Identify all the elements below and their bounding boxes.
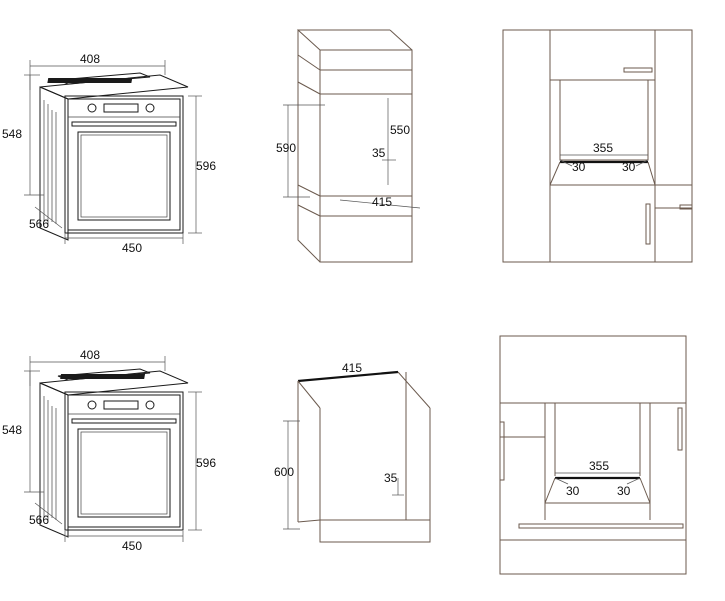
niche-bottom-right-label: 30 [617,484,631,498]
oven-top-depth-label: 566 [29,217,49,231]
cabinet-bottom-gap-label: 35 [384,471,398,485]
niche-bottom-width-label: 355 [589,459,609,473]
cabinet-top-opening-label: 550 [390,123,410,137]
oven-dimensions-bottom [24,356,202,542]
oven-drawing-bottom [39,368,189,538]
niche-dimensions-top [559,154,649,167]
oven-drawing-top [39,72,189,241]
oven-top-front-height-label: 596 [196,159,216,173]
cabinet-top-width-label: 415 [372,195,392,209]
oven-top-height-label: 548 [2,127,22,141]
cabinet-top-gap-label: 35 [372,146,386,160]
oven-bottom-height-label: 548 [2,423,22,437]
cabinet-bottom-height-label: 600 [274,465,294,479]
niche-top-left-label: 30 [572,160,586,174]
niche-dimensions-bottom [554,472,641,485]
niche-top-width-label: 355 [593,141,613,155]
cabinet-dimensions-bottom [283,420,404,530]
oven-bottom-front-height-label: 596 [196,456,216,470]
oven-top-front-width-label: 450 [122,241,142,255]
cabinet-top-height-label: 590 [276,141,296,155]
oven-dimensions-top [24,60,202,244]
oven-bottom-width-label: 408 [80,348,100,362]
niche-bottom-left-label: 30 [566,484,580,498]
niche-drawing-bottom [499,335,687,575]
cabinet-drawing-top [297,28,413,263]
oven-top-width-label: 408 [80,52,100,66]
oven-bottom-depth-label: 566 [29,513,49,527]
oven-bottom-front-width-label: 450 [122,539,142,553]
niche-drawing-top [502,29,693,263]
cabinet-dimensions-top [283,98,421,209]
cabinet-bottom-width-label: 415 [342,361,362,375]
cabinet-drawing-bottom [297,370,431,543]
niche-top-right-label: 30 [622,160,636,174]
